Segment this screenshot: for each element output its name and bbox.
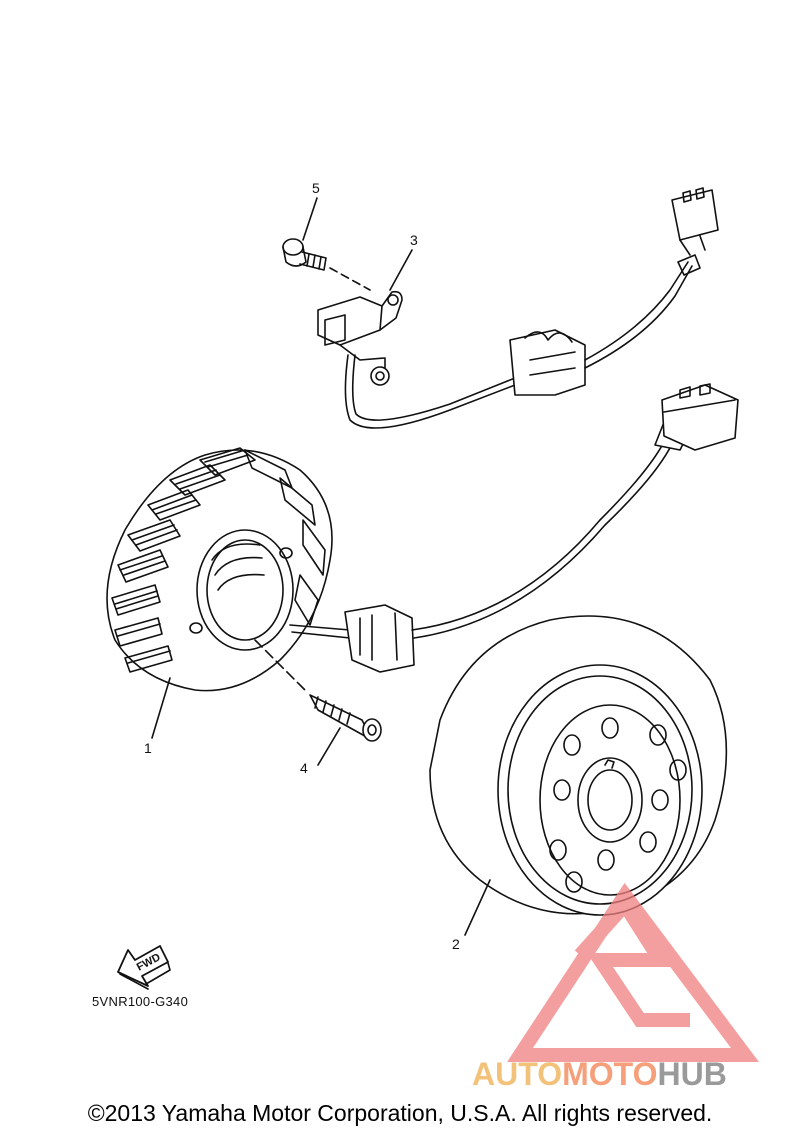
bolt-4-drawing: [254, 639, 382, 766]
callout-1: 1: [144, 740, 152, 756]
bolt-5-drawing: [282, 238, 371, 291]
pickup-coil-3-drawing: [317, 187, 719, 429]
fwd-arrow-icon: [117, 945, 171, 990]
watermark-logo-icon: [507, 882, 759, 1062]
callout-5: 5: [312, 180, 320, 196]
watermark-moto: MOTO: [562, 1056, 658, 1092]
stator-1-drawing: [106, 383, 739, 739]
copyright-notice: ©2013 Yamaha Motor Corporation, U.S.A. A…: [87, 1100, 713, 1126]
watermark-auto: AUTO: [472, 1056, 563, 1092]
callout-3: 3: [410, 232, 418, 248]
watermark-text: AUTOMOTOHUB: [472, 1056, 727, 1093]
callout-4: 4: [300, 760, 308, 776]
flywheel-2-drawing: [429, 615, 728, 936]
part-code: 5VNR100-G340: [92, 994, 189, 1009]
callout-2: 2: [452, 936, 460, 952]
watermark-hub: HUB: [657, 1056, 727, 1092]
